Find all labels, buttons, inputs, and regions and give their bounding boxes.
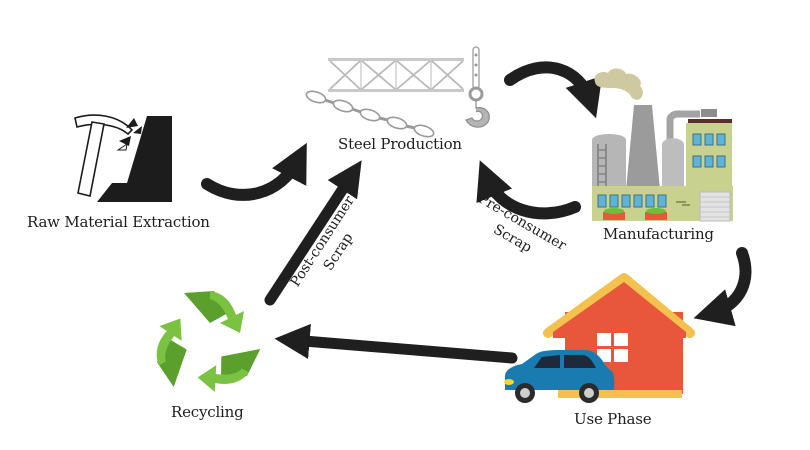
- truss-chain-hook-icon: [305, 46, 490, 138]
- node-label-use-phase: Use Phase: [574, 410, 652, 428]
- node-label-steel-production: Steel Production: [338, 135, 462, 153]
- arrow-manufacturing-to-use: [693, 247, 752, 327]
- recycle-icon: [156, 291, 261, 392]
- node-label-recycling: Recycling: [171, 403, 244, 421]
- arrow-recycling-to-steel: [264, 160, 362, 306]
- factory-icon: [592, 68, 733, 222]
- arrow-use-to-recycling: [274, 323, 518, 364]
- window-icon: [597, 333, 628, 362]
- arrow-raw-to-steel: [201, 142, 307, 201]
- car-icon: [504, 350, 615, 403]
- hook-icon: [465, 46, 490, 128]
- truss-icon: [328, 58, 464, 92]
- node-label-manufacturing: Manufacturing: [603, 225, 714, 243]
- house-car-icon: [504, 273, 695, 403]
- node-label-raw-material-extraction: Raw Material Extraction: [27, 213, 210, 231]
- chain-icon: [305, 90, 435, 138]
- pickaxe-mountain-icon: [74, 114, 172, 202]
- arrow-manufacturing-to-steel: [476, 160, 581, 220]
- arrow-steel-to-manufacturing: [504, 61, 603, 119]
